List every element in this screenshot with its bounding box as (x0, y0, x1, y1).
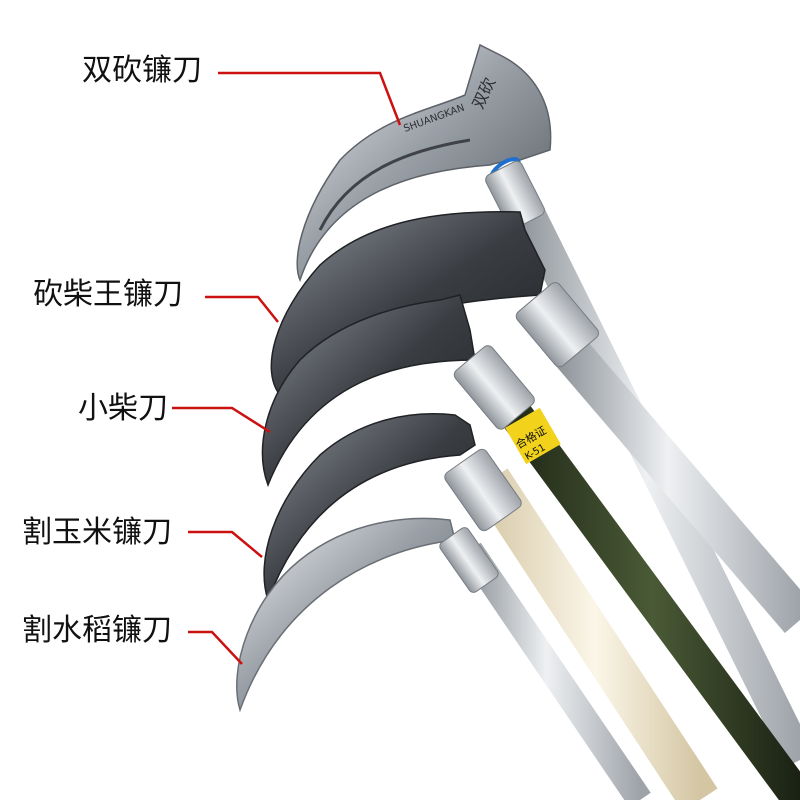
pole-ge-yumi (472, 468, 718, 800)
label-xiao-chai: 小柴刀 (78, 391, 168, 426)
sleeve-shuang-kan (485, 160, 545, 230)
blade-ge-yumi (263, 413, 476, 603)
label-shuang-kan: 双砍镰刀 (82, 53, 202, 88)
label-ge-shuidao: 割水稻镰刀 (22, 613, 172, 648)
leader-line-xiao-chai (172, 406, 271, 434)
leader-line-ge-yumi (188, 530, 263, 558)
sleeve-ge-yumi (444, 448, 522, 532)
blade-ge-shuidao (236, 517, 456, 713)
pole-ge-shuidao (459, 542, 651, 800)
leader-line-ge-shuidao (188, 630, 243, 665)
pole-xiao-chai (491, 389, 800, 800)
tag-xiao-chai (505, 407, 561, 465)
label-ge-yumi: 割玉米镰刀 (22, 515, 172, 550)
leader-line-kan-chai-wang (205, 295, 279, 323)
blade-shuang-kan (296, 43, 552, 283)
blade-shuang-kan-groove (318, 138, 471, 231)
sleeve-ge-shuidao (439, 527, 499, 593)
sleeve-kan-chai-wang (515, 282, 599, 368)
pole-kan-chai-wang (544, 326, 800, 634)
label-kan-chai-wang: 砍柴王镰刀 (33, 277, 183, 312)
leader-line-shuang-kan (218, 71, 402, 126)
sleeve-xiao-chai (453, 345, 535, 430)
